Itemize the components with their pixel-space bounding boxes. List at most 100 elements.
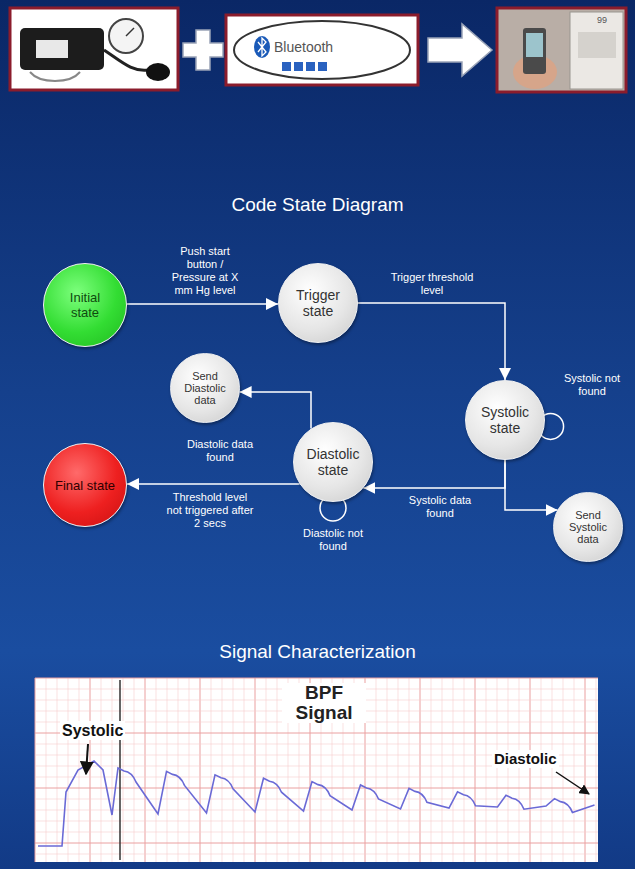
grid-line: [464, 678, 465, 862]
chart-annotation: Diastolic: [492, 750, 559, 768]
node-text-group: Trigger state: [286, 287, 350, 319]
grid-line: [200, 678, 201, 862]
grid-line: [101, 678, 102, 862]
chart-title: BPF Signal: [282, 683, 366, 723]
node-label: Systolic state: [473, 404, 537, 436]
logo-text: Bluetooth: [274, 39, 333, 56]
result-arrow: [428, 24, 492, 76]
grid-line: [167, 678, 168, 862]
grid-line: [508, 678, 509, 862]
grid-line: [442, 678, 443, 862]
grid-line: [519, 678, 520, 862]
phone: [523, 28, 546, 74]
transition-label: Push start button / Pressure at X mm Hg …: [165, 245, 245, 297]
device-readout: 99: [597, 15, 607, 26]
transition-label: Threshold level not triggered after 2 se…: [164, 491, 256, 530]
inflation-bulb: [146, 63, 170, 81]
transition-arrow: [358, 303, 505, 380]
diastolic-pointer: [556, 772, 589, 794]
plus-sign: [183, 30, 223, 70]
bluetooth-logo: [254, 36, 270, 58]
grid-line: [156, 678, 157, 862]
grid-line: [398, 678, 399, 862]
grid-line: [541, 678, 542, 862]
bpf-waveform: [38, 761, 595, 846]
node-text-group: Initial state: [54, 290, 116, 320]
grid-line: [145, 678, 146, 862]
grid-line: [68, 678, 69, 862]
grid-line: [222, 678, 223, 862]
transition-label: Systolic not found: [559, 372, 625, 398]
bluetooth-rune: [258, 38, 266, 56]
grid-line: [486, 678, 487, 862]
grid-line: [266, 678, 267, 862]
state-circle: Diastolic state: [293, 422, 373, 502]
bluetooth-oval: [234, 21, 410, 79]
chart-panel: [35, 678, 598, 862]
node-text-group: Send Diastolic data: [180, 370, 230, 406]
node-text-group: Final state: [55, 478, 115, 493]
grid-line: [189, 678, 190, 862]
sig-square: [318, 62, 327, 71]
phone-photo-frame: [497, 8, 626, 92]
grid-line: [431, 678, 432, 862]
node-text-group: Send Systolic data: [563, 509, 613, 545]
sig-square: [282, 62, 291, 71]
grid-line: [530, 678, 531, 862]
grid-line: [57, 678, 58, 862]
grid-line: [563, 678, 564, 862]
grid-line: [90, 678, 91, 862]
grid-line: [244, 678, 245, 862]
grid-line: [552, 678, 553, 862]
bluetooth-frame: [226, 15, 418, 85]
transition-arrow: [127, 303, 278, 305]
gauge-needle: [126, 28, 134, 36]
stethoscope-tube: [30, 72, 80, 81]
node-text-group: Systolic state: [473, 404, 537, 436]
start-state: Initial state: [43, 263, 127, 347]
grid-line: [376, 678, 377, 862]
diagram-title: Code State Diagram: [0, 193, 635, 216]
transition-arrow: [505, 460, 558, 510]
node-label: Diastolic state: [301, 446, 365, 478]
grid-line: [277, 678, 278, 862]
transition-label: Diastolic not found: [298, 527, 368, 553]
transition-label: Systolic data found: [395, 494, 485, 520]
grid-line: [420, 678, 421, 862]
section-heading: Signal Characterization: [0, 640, 635, 663]
action-circle: Send Systolic data: [553, 492, 623, 562]
node-label: Send Diastolic data: [180, 370, 230, 406]
grid-line: [35, 678, 598, 679]
grid-line: [211, 678, 212, 862]
state-circle: Trigger state: [278, 263, 358, 343]
node-text-group: Diastolic state: [301, 446, 365, 478]
grid-line: [409, 678, 410, 862]
action-circle: Send Diastolic data: [170, 353, 240, 423]
sig-square: [306, 62, 315, 71]
grid-line: [475, 678, 476, 862]
grid-line: [596, 678, 597, 862]
monitor-device: [570, 12, 623, 89]
node-label: Trigger state: [286, 287, 350, 319]
grid-line: [255, 678, 256, 862]
grid-line: [387, 678, 388, 862]
cuff-tag: [36, 40, 68, 58]
chart-annotation: Systolic: [60, 721, 125, 740]
pressure-gauge: [109, 19, 143, 53]
systolic-pointer: [86, 744, 88, 774]
chart-grid: [35, 678, 598, 862]
cuff-photo-frame: [10, 8, 178, 90]
node-label: Send Systolic data: [563, 509, 613, 545]
state-circle: Systolic state: [465, 380, 545, 460]
grid-line: [134, 678, 135, 862]
transition-label: Diastolic data found: [179, 438, 261, 464]
node-label: Initial state: [54, 290, 116, 320]
node-label: Final state: [55, 478, 115, 493]
grid-line: [35, 678, 36, 862]
grid-line: [453, 678, 454, 862]
grid-line: [178, 678, 179, 862]
grid-line: [46, 678, 47, 862]
transition-arrow: [363, 460, 505, 488]
grid-line: [497, 678, 498, 862]
